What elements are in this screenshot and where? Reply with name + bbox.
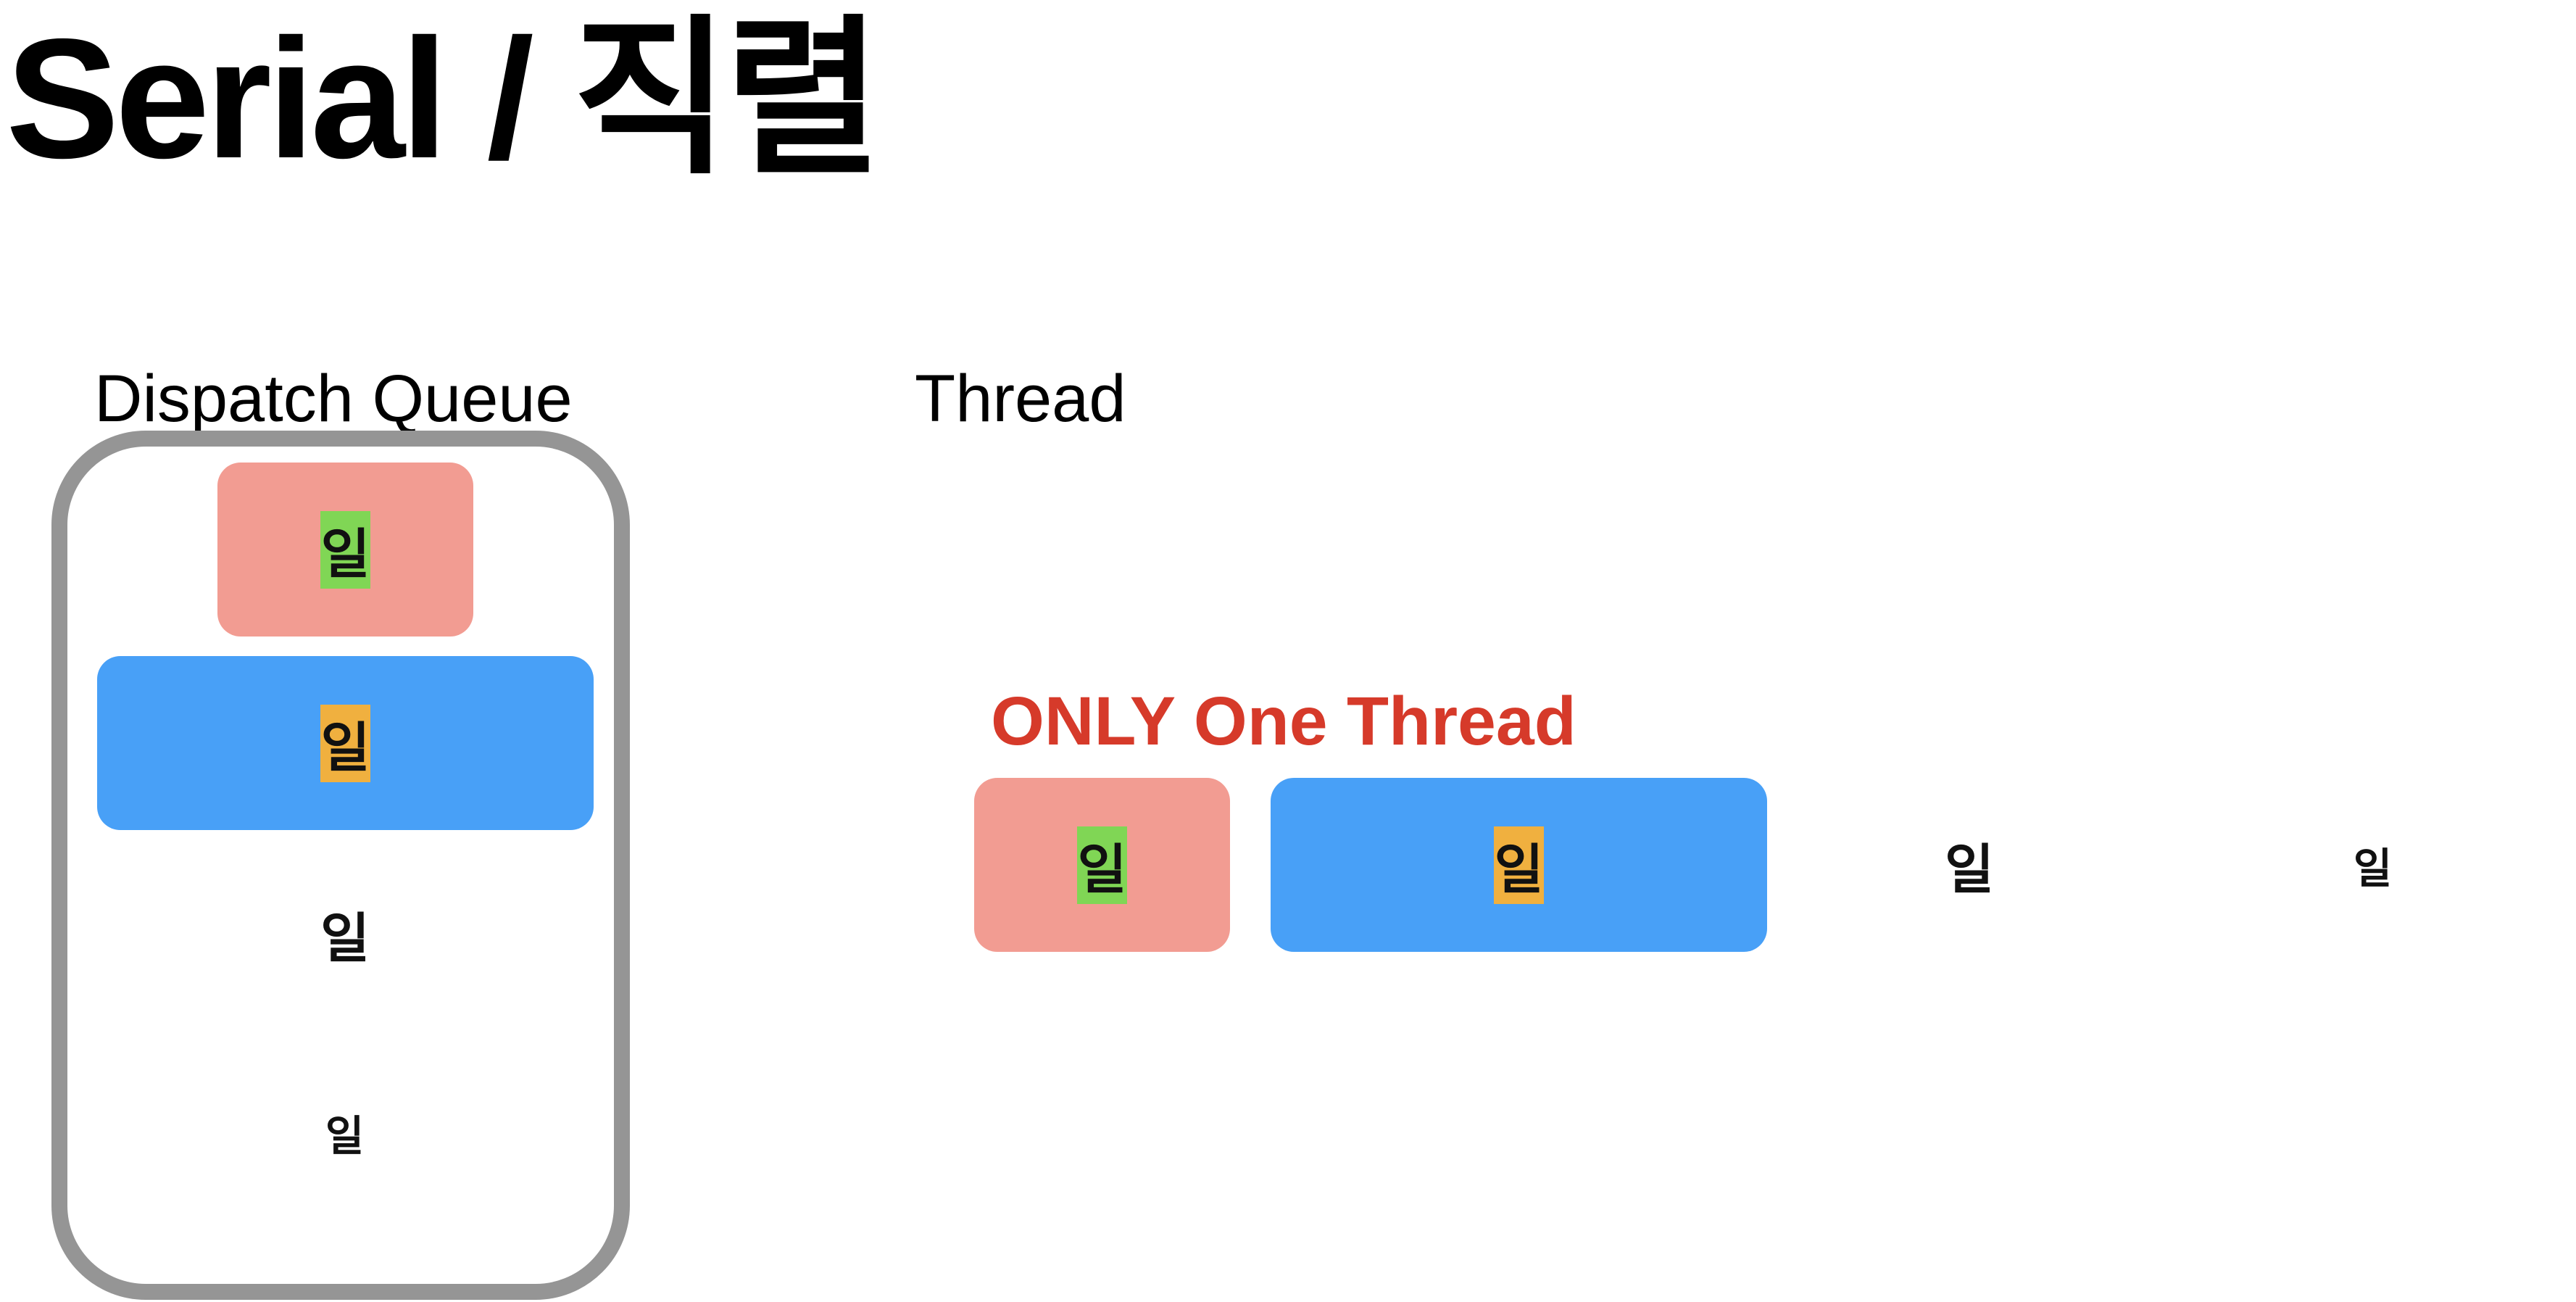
thread-task-label: 일: [2353, 844, 2393, 893]
queue-task-label: 일: [320, 704, 370, 782]
thread-task-label: 일: [1077, 826, 1127, 904]
queue-task-2: 일: [97, 656, 594, 830]
thread-label: Thread: [915, 362, 1126, 436]
queue-task-3: 일: [183, 847, 507, 1021]
dispatch-queue-label: Dispatch Queue: [94, 362, 573, 436]
thread-task-3: 일: [1807, 778, 2132, 952]
thread-task-1: 일: [974, 778, 1230, 952]
queue-task-label: 일: [325, 1111, 365, 1161]
only-one-thread-caption: ONLY One Thread: [991, 683, 1576, 760]
page-title: Serial / 직렬: [6, 3, 881, 194]
thread-task-4: 일: [2173, 778, 2572, 952]
queue-task-label: 일: [320, 510, 370, 589]
queue-task-1: 일: [217, 463, 473, 637]
queue-task-label: 일: [320, 907, 370, 970]
thread-task-2: 일: [1271, 778, 1767, 952]
thread-task-label: 일: [1944, 838, 1995, 901]
queue-task-4: 일: [145, 1045, 544, 1219]
thread-task-label: 일: [1494, 826, 1544, 904]
